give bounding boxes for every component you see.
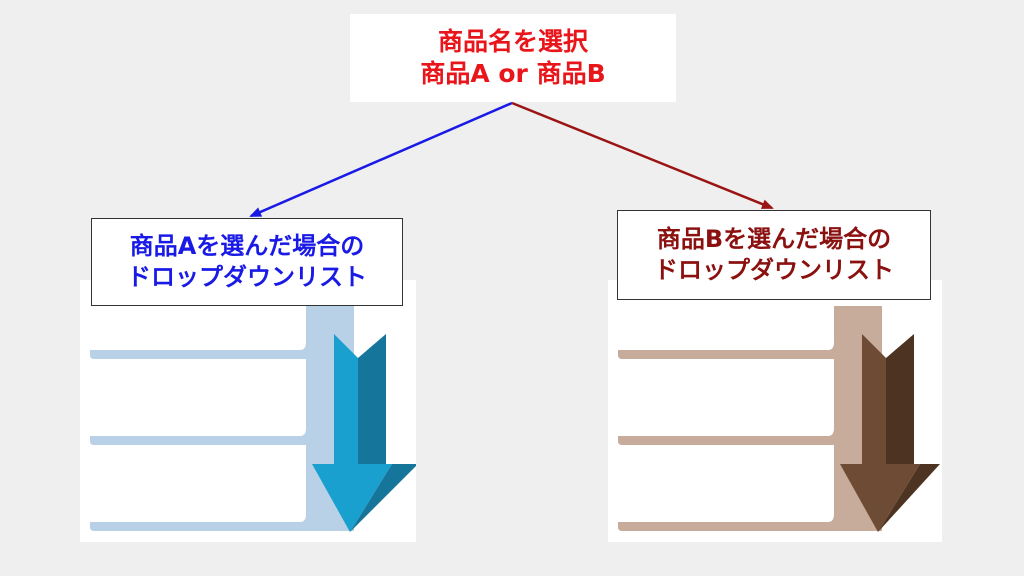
select-product-box: 商品名を選択 商品A or 商品B — [350, 14, 676, 102]
list-bar-b-2 — [618, 390, 850, 445]
list-bar-b-3 — [618, 476, 850, 531]
arrow-to-product-a — [249, 101, 513, 218]
dropdown-list-illustration-b — [608, 280, 942, 542]
product-a-line1: 商品Aを選んだ場合の — [129, 231, 365, 260]
down-arrow-icon-b — [840, 334, 940, 532]
list-bar-a-1 — [90, 306, 322, 359]
product-a-box: 商品Aを選んだ場合の ドロップダウンリスト — [91, 218, 403, 306]
list-bar-b-1 — [618, 306, 850, 359]
product-b-line2: ドロップダウンリスト — [654, 256, 894, 284]
product-b-line1: 商品Bを選んだ場合の — [656, 224, 892, 253]
select-product-title: 商品名を選択 — [437, 26, 588, 56]
down-arrow-icon-a — [312, 334, 416, 532]
product-a-line2: ドロップダウンリスト — [127, 263, 367, 291]
arrow-to-product-b — [511, 101, 774, 210]
list-bar-a-2 — [90, 390, 322, 445]
product-options-label: 商品A or 商品B — [420, 59, 606, 88]
list-bar-a-3 — [90, 476, 322, 531]
product-b-box: 商品Bを選んだ場合の ドロップダウンリスト — [617, 210, 931, 300]
dropdown-list-illustration-a — [80, 280, 416, 542]
